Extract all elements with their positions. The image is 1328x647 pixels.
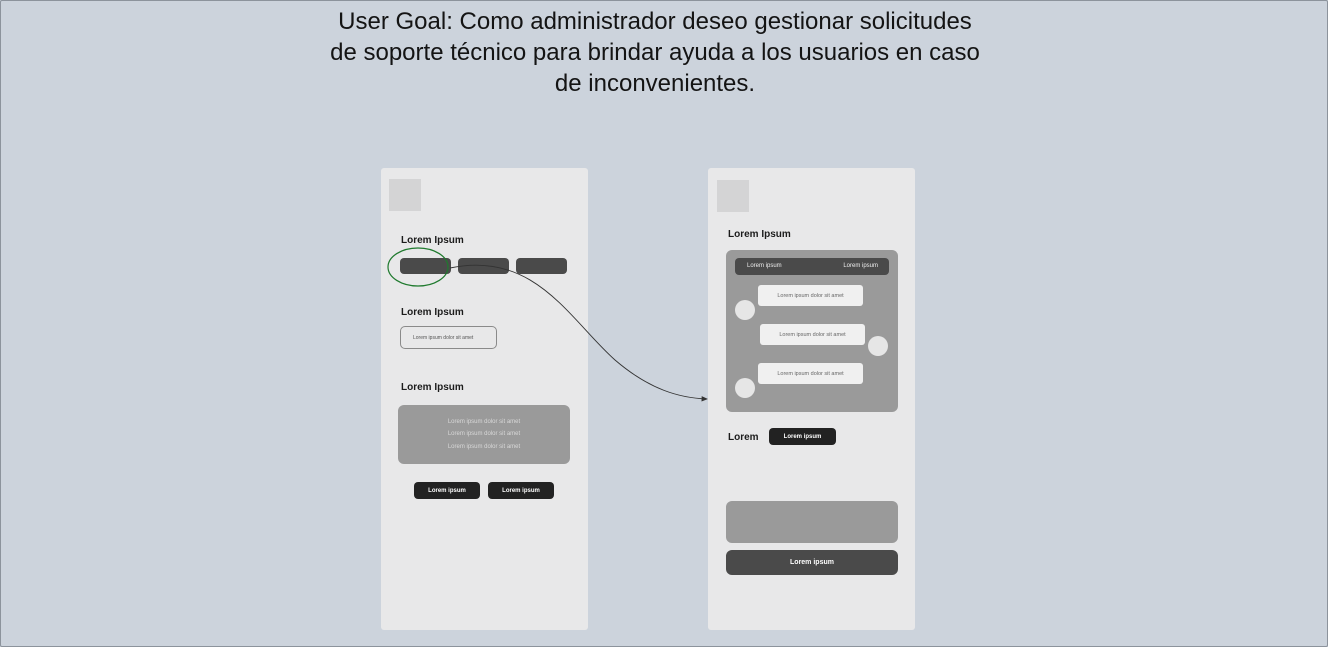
section1-heading: Lorem Ipsum xyxy=(401,235,464,246)
chat-header: Lorem ipsum Lorem ipsum xyxy=(735,258,889,275)
filter-button-3[interactable] xyxy=(516,258,567,274)
screen-right: Lorem Ipsum Lorem ipsum Lorem ipsum Lore… xyxy=(708,168,915,630)
text-field-value: Lorem ipsum dolor sit amet xyxy=(413,334,474,341)
action-button-2[interactable]: Lorem ipsum xyxy=(488,482,554,499)
chat-heading: Lorem Ipsum xyxy=(728,229,791,240)
filter-button-2[interactable] xyxy=(458,258,509,274)
chat-message: Lorem ipsum dolor sit amet xyxy=(758,285,863,306)
avatar xyxy=(735,300,755,320)
chat-header-left: Lorem ipsum xyxy=(747,263,782,269)
chat-header-right: Lorem ipsum xyxy=(843,263,878,269)
logo-placeholder xyxy=(389,179,421,211)
chat-message: Lorem ipsum dolor sit amet xyxy=(758,363,863,384)
content-line: Lorem ipsum dolor sit amet xyxy=(447,431,521,437)
avatar xyxy=(735,378,755,398)
filter-button-1[interactable] xyxy=(400,258,451,274)
chat-message: Lorem ipsum dolor sit amet xyxy=(760,324,865,345)
logo-placeholder xyxy=(717,180,749,212)
chat-panel: Lorem ipsum Lorem ipsum Lorem ipsum dolo… xyxy=(726,250,898,412)
section3-heading: Lorem Ipsum xyxy=(401,382,464,393)
content-line: Lorem ipsum dolor sit amet xyxy=(447,419,521,425)
submit-button[interactable]: Lorem ipsum xyxy=(726,550,898,575)
row-button[interactable]: Lorem ipsum xyxy=(769,428,836,445)
text-field[interactable]: Lorem ipsum dolor sit amet xyxy=(400,326,497,349)
row-label: Lorem xyxy=(728,432,759,443)
user-goal-title: User Goal: Como administrador deseo gest… xyxy=(330,8,980,97)
action-button-1[interactable]: Lorem ipsum xyxy=(414,482,480,499)
content-line: Lorem ipsum dolor sit amet xyxy=(447,444,521,450)
text-area[interactable] xyxy=(726,501,898,543)
section2-heading: Lorem Ipsum xyxy=(401,307,464,318)
avatar xyxy=(868,336,888,356)
screen-left: Lorem Ipsum Lorem Ipsum Lorem ipsum dolo… xyxy=(381,168,588,630)
content-card: Lorem ipsum dolor sit amet Lorem ipsum d… xyxy=(398,405,570,464)
